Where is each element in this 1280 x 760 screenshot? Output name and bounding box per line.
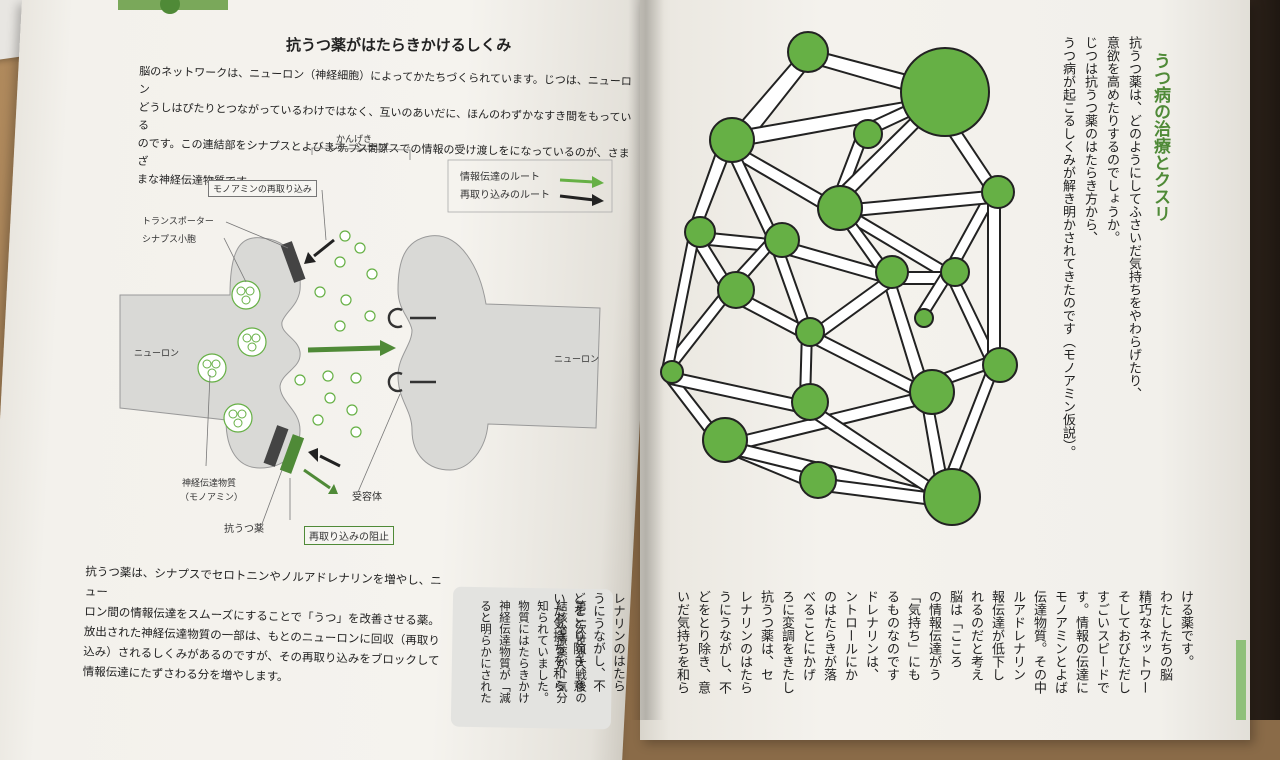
body-line: レナリンのはたら xyxy=(737,590,752,694)
sidebar-line: 神経伝達物質が「減 xyxy=(498,600,512,704)
body-line: 精巧なネットワー xyxy=(1136,590,1151,694)
body-line: ントロールにか xyxy=(842,590,857,681)
right-neuron-label: ニューロン xyxy=(554,355,600,365)
body-line: ルアドレナリン xyxy=(1010,590,1025,681)
body-line: 伝達物質。その中 xyxy=(1031,590,1046,694)
body-line: ける薬です。 xyxy=(1178,590,1193,668)
info-route-arrow xyxy=(307,340,396,356)
body-line: べることにかげ xyxy=(800,590,815,681)
synapse-gap-ruby: かんげき xyxy=(336,135,373,145)
lead-line: じつは抗うつ薬のはたらき方から、 xyxy=(1082,36,1097,244)
footer-line: いだ気持ちを和ら xyxy=(551,592,566,692)
body-line: うにうながし、不 xyxy=(716,590,731,694)
body-line: モノアミンとよば xyxy=(1052,590,1067,694)
lead-paragraph: 抗うつ薬は、どのようにしてふさいだ気持ちをやわらげたり、 意欲を高めたりするので… xyxy=(1040,36,1144,536)
neural-network-illustration xyxy=(660,31,1018,526)
lead-line: 意欲を高めたりするのでしょうか。 xyxy=(1104,36,1119,244)
sidebar-line: 結核治療薬が、気分 xyxy=(555,600,569,704)
reuptake-arrow-lower xyxy=(308,448,341,468)
synaptic-vesicle-label: シナプス小胞 xyxy=(142,235,197,245)
lead-line: うつ病が起こるしくみが解き明かされてきたのです（モノアミン仮説）。 xyxy=(1060,36,1075,459)
lead-line: 抗うつ薬は、どのようにしてふさいだ気持ちをやわらげたり、 xyxy=(1126,36,1141,400)
footer-line: レナリンのはたら xyxy=(611,592,626,692)
body-line: 脳は「こころ xyxy=(947,590,962,668)
receptors xyxy=(387,307,436,393)
transporter-upper xyxy=(280,241,306,283)
sidebar-line: 知られていました。 xyxy=(536,600,550,704)
monoamine-reuptake-label: モノアミンの再取り込み xyxy=(208,180,317,197)
footer-line: うにうながし、不 xyxy=(591,592,606,692)
antidepressant-label: 抗うつ薬 xyxy=(224,524,264,535)
left-neuron-label: ニューロン xyxy=(134,349,180,359)
reuptake-block-label: 再取り込みの阻止 xyxy=(304,526,394,545)
sidebar-line: ると明らかにされた xyxy=(479,600,493,704)
reuptake-arrow-upper xyxy=(304,238,335,264)
body-line: どをとり除き、意 xyxy=(695,590,710,694)
sidebar-column: 第二次世界大戦後の 結核治療薬が、気分 知られていました。 物質にはたらきかけ … xyxy=(476,600,590,730)
body-line: ドレナリンは、 xyxy=(863,590,878,681)
legend-black-arrow xyxy=(559,194,604,206)
footer-line: どをとり除き、意 xyxy=(571,592,586,692)
legend-box xyxy=(447,159,613,213)
body-line: るものなのです xyxy=(884,590,899,681)
body-line: 抗うつ薬は、セ xyxy=(758,590,773,681)
body-text-columns: ける薬です。 わたしたちの脳 精巧なネットワー そしておびただし すごいスピード… xyxy=(668,590,1196,720)
body-line: すごいスピードで xyxy=(1094,590,1109,694)
neurotransmitter-label: 神経伝達物質 xyxy=(182,479,237,489)
receptor-label: 受容体 xyxy=(352,492,382,503)
blocked-arrow xyxy=(303,468,338,494)
body-line: わたしたちの脳 xyxy=(1157,590,1172,681)
sidebar-line: 物質にはたらきかけ xyxy=(517,600,531,704)
page-edge-green-strip xyxy=(1236,640,1246,720)
chapter-number-badge xyxy=(160,0,180,14)
diagram-title: 抗うつ薬がはたらきかけるしくみ xyxy=(286,36,512,54)
synapse-gap-label: シナプス間隙 xyxy=(328,144,388,155)
body-line: 「気持ち」にも xyxy=(905,590,920,681)
network-nodes xyxy=(660,31,1018,526)
right-neuron-shape xyxy=(397,235,601,471)
body-line: のはたらきが落 xyxy=(821,590,836,681)
antidepressant-block xyxy=(279,434,305,474)
neurotransmitter-particles xyxy=(294,230,378,438)
vesicle-molecules xyxy=(202,286,261,428)
body-line: 報伝達が低下し xyxy=(989,590,1004,681)
legend-info-route-label: 情報伝達のルート xyxy=(460,172,540,183)
body-line: そしておびただし xyxy=(1115,590,1130,694)
body-line: ろに変調をきたし xyxy=(779,590,794,694)
legend-green-arrow xyxy=(559,176,604,188)
body-line: れるのだと考え xyxy=(968,590,983,681)
monoamine-label: （モノアミン） xyxy=(180,493,243,503)
left-page-footer-columns: レナリンのはたら うにうながし、不 どをとり除き、意 いだ気持ちを和ら xyxy=(548,592,628,722)
body-line: の情報伝達がう xyxy=(926,590,941,681)
body-line: す。情報の伝達に xyxy=(1073,590,1088,694)
transporter-label: トランスポーター xyxy=(142,217,214,227)
book-gutter xyxy=(628,0,664,720)
section-title: うつ病の治療とクスリ xyxy=(1150,52,1170,222)
body-line: いだ気持ちを和ら xyxy=(674,590,689,694)
sidebar-line: 第二次世界大戦後の xyxy=(574,600,588,704)
synapse-diagram xyxy=(119,147,613,525)
legend-reuptake-route-label: 再取り込みのルート xyxy=(460,190,550,201)
network-connections xyxy=(660,46,1004,509)
transporter-lower xyxy=(263,425,289,467)
leader-lines xyxy=(205,147,411,525)
